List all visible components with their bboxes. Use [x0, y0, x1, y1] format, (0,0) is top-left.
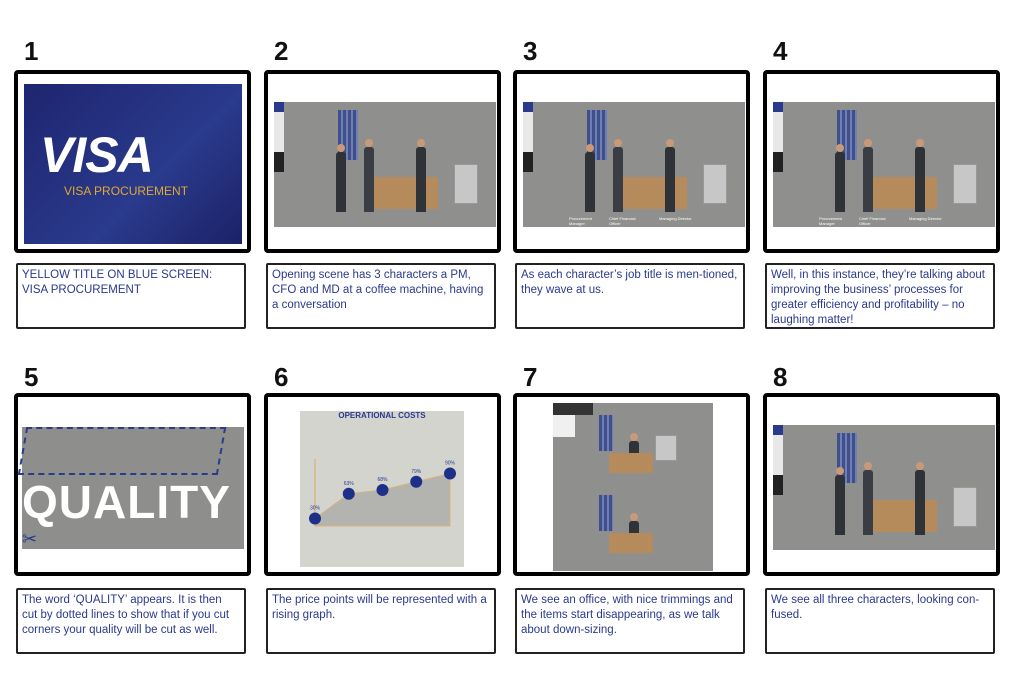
data-point [342, 487, 355, 500]
office-scene [274, 102, 496, 227]
role-label: Managing Director [659, 216, 692, 221]
panel-caption: Well, in this instance, they’re talking … [765, 263, 995, 329]
character [863, 462, 873, 535]
quality-scene: QUALITY✂ [18, 427, 244, 549]
visa-subtitle: VISA PROCUREMENT [64, 184, 189, 198]
coffee-machine [773, 152, 783, 172]
data-label: 63% [344, 481, 355, 487]
wall-clock [773, 425, 783, 435]
panel-caption: The price points will be represented wit… [266, 588, 496, 654]
panel-number: 3 [523, 36, 538, 66]
panel-frame: QUALITY✂ [14, 393, 251, 576]
panel-number: 2 [274, 36, 289, 66]
office-scene: Procurement Manager Chief Financial Offic… [523, 102, 745, 227]
filing-cabinet [953, 487, 977, 527]
character [915, 462, 925, 535]
panel-number: 7 [523, 362, 538, 392]
panel-frame [763, 393, 1000, 576]
character [835, 467, 845, 535]
desk [873, 177, 937, 209]
role-label: Procurement Manager [569, 216, 592, 226]
panel-frame: Procurement Manager Chief Financial Offic… [513, 70, 750, 253]
coffee-machine [274, 152, 284, 172]
data-label: 79% [411, 469, 422, 475]
role-label: Chief Financial Officer [859, 216, 886, 226]
desk [609, 453, 653, 473]
data-label: 90% [445, 461, 456, 467]
water-cooler [523, 112, 533, 152]
wall-clock [523, 102, 533, 112]
coffee-machine [773, 475, 783, 495]
office-scene [773, 425, 995, 550]
character [336, 144, 346, 212]
desk [609, 533, 653, 553]
water-cooler [773, 112, 783, 152]
scissors-icon: ✂ [22, 529, 38, 549]
panel-number: 8 [773, 362, 788, 392]
quality-word: QUALITY [22, 476, 231, 528]
panel-frame [264, 70, 501, 253]
panel-number: 6 [274, 362, 289, 392]
data-point [410, 475, 423, 488]
character [629, 433, 639, 453]
panel-caption: As each character’s job title is men-tio… [515, 263, 745, 329]
character [835, 144, 845, 212]
panel-number: 1 [24, 36, 39, 66]
whiteboard [553, 415, 575, 437]
window [599, 495, 613, 531]
panel-caption: We see all three characters, looking con… [765, 588, 995, 654]
character [915, 139, 925, 212]
data-label: 68% [377, 477, 388, 483]
wall-clock [274, 102, 284, 112]
desk [374, 177, 438, 209]
character [585, 144, 595, 212]
panel-caption: Opening scene has 3 characters a PM, CFO… [266, 263, 496, 329]
data-label: 30% [310, 506, 321, 512]
wall-clock [773, 102, 783, 112]
panel-caption: The word ‘QUALITY’ appears. It is then c… [16, 588, 246, 654]
chart-scene: OPERATIONAL COSTS 30% 63% 68% 79% 90% [300, 411, 464, 567]
office-downsizing-scene [553, 403, 713, 571]
panel-number: 4 [773, 36, 788, 66]
window [599, 415, 613, 451]
panel-caption: YELLOW TITLE ON BLUE SCREEN: VISA PROCUR… [16, 263, 246, 329]
visa-logo: VISA [40, 127, 154, 183]
coffee-machine [523, 152, 533, 172]
operational-costs-chart: 30% 63% 68% 79% 90% [309, 459, 456, 527]
data-point [444, 467, 456, 480]
role-label: Managing Director [909, 216, 942, 221]
panel-frame: OPERATIONAL COSTS 30% 63% 68% 79% 90% [264, 393, 501, 576]
office-scene: Procurement Manager Chief Financial Offic… [773, 102, 995, 227]
filing-cabinet [953, 164, 977, 204]
chart-title: OPERATIONAL COSTS [338, 411, 426, 420]
character [613, 139, 623, 212]
panel-frame: Procurement Manager Chief Financial Offic… [763, 70, 1000, 253]
role-label: Procurement Manager [819, 216, 842, 226]
panel-frame [513, 393, 750, 576]
role-label: Chief Financial Officer [609, 216, 636, 226]
character [364, 139, 374, 212]
filing-cabinet [655, 435, 677, 461]
data-point [376, 484, 389, 496]
couch [553, 403, 593, 415]
character [629, 513, 639, 533]
water-cooler [773, 435, 783, 475]
water-cooler [274, 112, 284, 152]
character [863, 139, 873, 212]
desk [623, 177, 687, 209]
cut-dashed-line [18, 427, 227, 475]
data-point [309, 512, 321, 525]
character [665, 139, 675, 212]
panel-caption: We see an office, with nice trimmings an… [515, 588, 745, 654]
panel-number: 5 [24, 362, 39, 392]
desk [873, 500, 937, 532]
character [416, 139, 426, 212]
filing-cabinet [454, 164, 478, 204]
filing-cabinet [703, 164, 727, 204]
